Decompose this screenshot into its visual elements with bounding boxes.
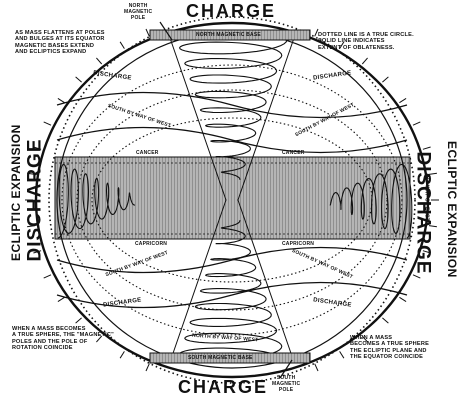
edge-ray [382,317,389,324]
south-pole-axis-mark [279,359,293,379]
discharge-left: DISCHARGE [24,138,46,262]
edge-ray [145,363,150,372]
north-magnetic-base-bar [149,29,311,41]
charge-title-top: CHARGE [186,1,277,21]
latitude-ellipse-2 [76,89,388,311]
cone-outline-right [237,37,295,363]
cancer-label-right: CANCER [282,150,305,156]
edge-ray [96,335,103,343]
edge-ray [119,351,125,359]
edge-ray [43,274,52,279]
note-top-left: AS MASS FLATTENS AT POLES AND BULGES AT … [15,30,105,56]
edge-ray [428,172,437,175]
edge-ray [412,274,421,279]
discharge-curve-2 [56,126,408,154]
edge-ray [428,225,437,228]
note-bottom-left: WHEN A MASS BECOMES A TRUE SPHERE, THE "… [12,326,114,352]
cancer-label-left: CANCER [136,150,159,156]
edge-ray [33,146,42,150]
edge-ray [96,57,103,65]
north-magnetic-pole-label: NORTH MAGNETIC POLE [124,3,153,21]
discharge-curve-3 [56,246,408,274]
north-magnetic-base-label: NORTH MAGNETIC BASE [196,32,261,38]
charge-title-bottom: CHARGE [178,377,269,397]
edge-ray [27,172,36,175]
edge-ray [145,28,150,37]
edge-ray [57,97,65,104]
edge-ray [27,225,36,228]
north-vortex-spiral [178,39,288,180]
edge-ray [382,76,389,83]
edge-ray [57,296,65,303]
south-magnetic-base-bar [149,352,311,364]
capricorn-label-right: CAPRICORN [282,241,315,247]
edge-ray [361,335,368,343]
edge-ray [361,57,368,65]
edge-ray [339,41,345,49]
south-vortex-spiral [178,220,288,363]
edge-ray [412,121,421,126]
north-pole-axis-mark [159,21,173,41]
ecliptic-expansion-right: ECLIPTIC EXPANSION [445,141,459,278]
oblate-outline-outer [34,21,430,379]
edge-ray [422,146,431,150]
note-bottom-right: WHEN A MASS BECOMES A TRUE SPHERE THE EC… [350,335,429,361]
edge-ray [119,41,125,49]
west-ecliptic-vortex [57,163,136,239]
ecliptic-expansion-left: ECLIPTIC EXPANSION [9,124,23,261]
cone-outline-left [169,37,227,363]
edge-ray [33,250,42,254]
edge-ray [75,76,82,83]
discharge-curve-4 [56,281,408,309]
edge-ray [75,317,82,324]
discharge-curve-1 [56,91,408,119]
edge-ray [339,351,345,359]
edge-ray [314,363,319,372]
east-ecliptic-vortex [329,163,413,239]
by-way-of-east-label: BY WAY OF EAST [423,176,430,221]
edge-ray [422,250,431,254]
edge-ray [399,97,407,104]
note-top-right: DOTTED LINE IS A TRUE CIRCLE. SOLID LINE… [318,32,414,51]
south-magnetic-pole-label: SOUTH MAGNETIC POLE [272,375,301,393]
true-circle-dotted [48,16,416,384]
edge-ray [43,121,52,126]
edge-ray [314,28,319,37]
capricorn-label-left: CAPRICORN [135,241,168,247]
south-magnetic-base-label: SOUTH MAGNETIC BASE [188,355,253,361]
edge-ray [399,296,407,303]
latitude-ellipse-1 [61,64,403,336]
